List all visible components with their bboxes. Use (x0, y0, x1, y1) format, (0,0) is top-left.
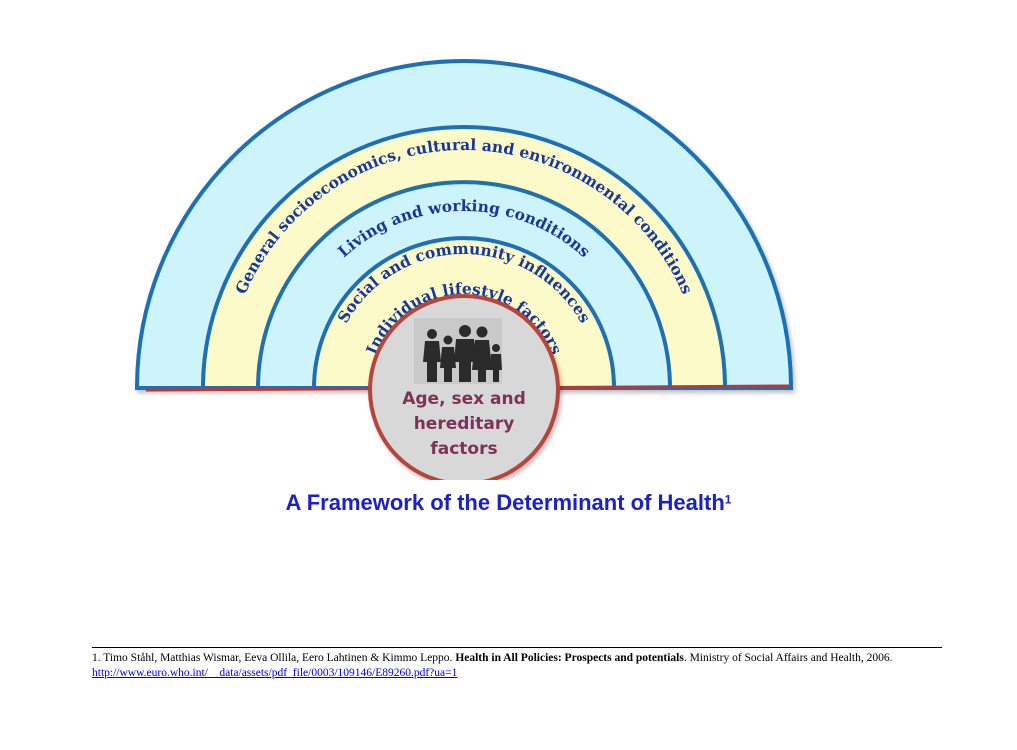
title-block: A Framework of the Determinant of Health… (0, 490, 1017, 516)
center-label-line-3: factors (430, 439, 497, 459)
title-footnote-marker: 1 (724, 492, 732, 507)
people-silhouette-icon (414, 318, 502, 384)
footnote-authors: 1. Timo Ståhl, Matthias Wismar, Eeva Oll… (92, 652, 456, 664)
footnote: 1. Timo Ståhl, Matthias Wismar, Eeva Oll… (92, 647, 942, 681)
footnote-work-title: Health in All Policies: Prospects and po… (455, 652, 684, 664)
center-label-line-1: Age, sex and (402, 389, 526, 409)
footnote-publisher: . Ministry of Social Affairs and Health,… (683, 652, 893, 664)
determinants-of-health-diagram: General socioeconomics, cultural and env… (134, 59, 794, 480)
diagram-title: A Framework of the Determinant of Health (285, 490, 725, 515)
center-label-line-2: hereditary (414, 414, 515, 434)
footnote-link[interactable]: http://www.euro.who.int/__data/assets/pd… (92, 667, 458, 679)
